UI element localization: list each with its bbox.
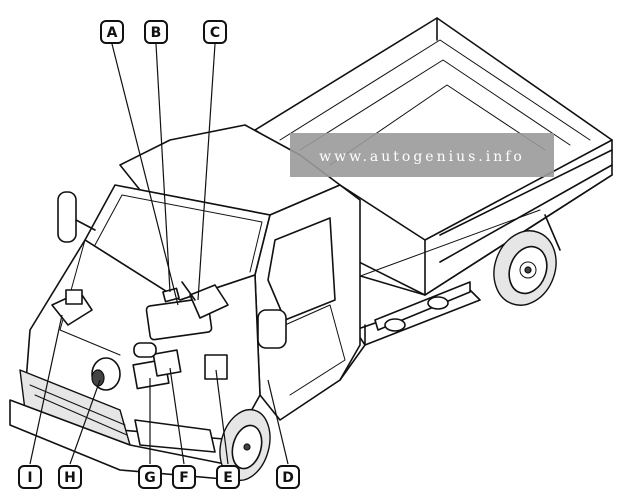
leader-b — [155, 43, 171, 293]
leader-d — [267, 379, 289, 465]
leader-i — [29, 314, 63, 465]
callout-e-label: E — [223, 470, 233, 486]
leader-lines — [29, 43, 289, 465]
callout-h: H — [58, 465, 82, 489]
callout-h-label: H — [64, 470, 76, 486]
callout-a: A — [100, 20, 124, 44]
left-mirror — [57, 191, 96, 243]
callout-i-label: I — [27, 470, 32, 486]
leader-h — [69, 379, 101, 465]
callout-e: E — [216, 465, 240, 489]
callout-f: F — [172, 465, 196, 489]
watermark-text: www.autogenius.info — [319, 149, 525, 165]
front-grille — [9, 369, 236, 481]
leader-e — [215, 369, 229, 465]
engine-components — [51, 281, 229, 391]
callout-b: B — [144, 20, 168, 44]
callout-d-label: D — [282, 470, 294, 486]
chassis — [354, 214, 561, 346]
callout-b-label: B — [151, 25, 162, 41]
callout-f-label: F — [179, 470, 189, 486]
callout-g: G — [138, 465, 162, 489]
callout-d: D — [276, 465, 300, 489]
callout-a-label: A — [107, 25, 118, 41]
front-wheel — [219, 408, 271, 482]
leader-c — [197, 43, 216, 301]
callout-c: C — [203, 20, 227, 44]
callout-c-label: C — [210, 25, 220, 41]
leader-f — [169, 367, 185, 465]
callout-i: I — [18, 465, 42, 489]
leader-a — [111, 43, 179, 306]
watermark: www.autogenius.info — [290, 133, 554, 177]
callout-g-label: G — [144, 470, 156, 486]
rear-wheel — [493, 230, 557, 306]
